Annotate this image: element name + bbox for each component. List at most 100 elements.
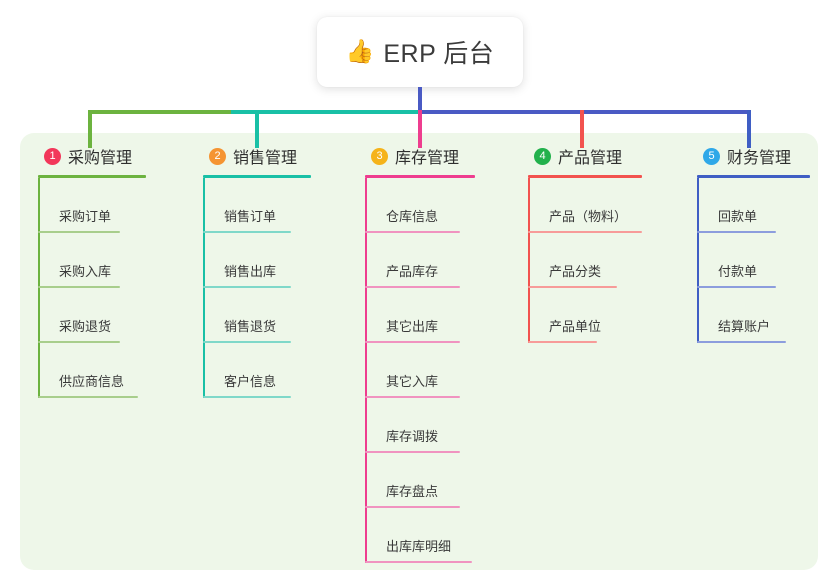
leaf-node-rule — [203, 341, 291, 343]
leaf-node-rule — [365, 396, 460, 398]
root-node-label: ERP 后台 — [383, 40, 495, 68]
leaf-node[interactable]: 客户信息 — [203, 343, 311, 398]
branch-header-1[interactable]: 1 采购管理 — [38, 144, 146, 168]
leaf-node[interactable]: 产品分类 — [528, 233, 642, 288]
branch-title-label: 产品管理 — [558, 150, 623, 167]
leaf-node[interactable]: 销售退货 — [203, 288, 311, 343]
root-node-card[interactable]: 👍 ERP 后台 — [317, 17, 523, 87]
leaf-node-label: 产品库存 — [386, 264, 439, 279]
leaf-node-label: 其它出库 — [386, 319, 439, 334]
leaf-node-rule — [365, 561, 472, 563]
branch-number-badge: 4 — [534, 147, 551, 165]
leaf-node[interactable]: 库存盘点 — [365, 453, 475, 508]
drop-connector-col-2 — [255, 110, 259, 148]
leaf-node-label: 其它入库 — [386, 374, 439, 389]
branch-title-label: 库存管理 — [395, 150, 460, 167]
leaf-node-label: 仓库信息 — [386, 209, 439, 224]
leaf-node-label: 客户信息 — [224, 374, 277, 389]
leaf-node-rule — [38, 286, 120, 288]
leaf-node-rule — [365, 506, 460, 508]
leaf-node[interactable]: 库存调拨 — [365, 398, 475, 453]
bus-segment-blue — [418, 110, 751, 114]
bus-segment-green — [88, 110, 233, 114]
leaf-node[interactable]: 采购订单 — [38, 178, 146, 233]
branch-title-label: 财务管理 — [727, 150, 792, 167]
branch-number-badge: 3 — [371, 147, 388, 165]
leaf-node-label: 出库库明细 — [386, 539, 452, 554]
branch-number-badge: 1 — [44, 147, 61, 165]
leaf-node-label: 库存盘点 — [386, 484, 439, 499]
branch-spine — [365, 178, 367, 563]
branch-header-rule — [203, 175, 311, 178]
branch-leaf-list: 仓库信息产品库存其它出库其它入库库存调拨库存盘点出库库明细 — [365, 178, 475, 563]
branch-leaf-list: 产品（物料） 产品分类产品单位 — [528, 178, 642, 343]
leaf-node-label: 采购入库 — [59, 264, 112, 279]
leaf-node-rule — [365, 341, 460, 343]
leaf-node[interactable]: 其它出库 — [365, 288, 475, 343]
leaf-node[interactable]: 销售出库 — [203, 233, 311, 288]
leaf-node[interactable]: 其它入库 — [365, 343, 475, 398]
leaf-node-label: 付款单 — [718, 264, 758, 279]
leaf-node[interactable]: 销售订单 — [203, 178, 311, 233]
branch-header-rule — [697, 175, 810, 178]
leaf-node-rule — [203, 286, 291, 288]
drop-connector-col-1 — [88, 110, 92, 148]
leaf-node-rule — [365, 231, 460, 233]
leaf-node[interactable]: 产品库存 — [365, 233, 475, 288]
branch-column-5: 5 财务管理回款单付款单结算账户 — [697, 144, 810, 343]
diagram-background-panel — [20, 133, 818, 570]
leaf-node[interactable]: 产品（物料） — [528, 178, 642, 233]
leaf-node[interactable]: 付款单 — [697, 233, 810, 288]
branch-header-3[interactable]: 3 库存管理 — [365, 144, 475, 168]
leaf-node-label: 采购订单 — [59, 209, 112, 224]
leaf-node[interactable]: 出库库明细 — [365, 508, 475, 563]
leaf-node[interactable]: 仓库信息 — [365, 178, 475, 233]
leaf-node-label: 销售订单 — [224, 209, 277, 224]
branch-leaf-list: 采购订单采购入库采购退货供应商信息 — [38, 178, 146, 398]
leaf-node[interactable]: 采购入库 — [38, 233, 146, 288]
leaf-node-rule — [528, 286, 617, 288]
drop-connector-col-5 — [747, 110, 751, 148]
leaf-node-label: 销售退货 — [224, 319, 277, 334]
branch-header-rule — [38, 175, 146, 178]
leaf-node-rule — [365, 286, 460, 288]
leaf-node-label: 产品（物料） — [549, 209, 628, 224]
branch-title-label: 采购管理 — [68, 150, 133, 167]
leaf-node[interactable]: 供应商信息 — [38, 343, 146, 398]
leaf-node-label: 供应商信息 — [59, 374, 125, 389]
branch-header-5[interactable]: 5 财务管理 — [697, 144, 810, 168]
drop-connector-col-3 — [418, 110, 422, 148]
leaf-node-label: 产品单位 — [549, 319, 602, 334]
branch-title-label: 销售管理 — [233, 150, 298, 167]
bus-segment-teal — [231, 110, 420, 114]
leaf-node-rule — [38, 396, 138, 398]
leaf-node-rule — [697, 286, 776, 288]
leaf-node-label: 库存调拨 — [386, 429, 439, 444]
leaf-node[interactable]: 结算账户 — [697, 288, 810, 343]
branch-number-badge: 5 — [703, 147, 720, 165]
branch-leaf-list: 回款单付款单结算账户 — [697, 178, 810, 343]
leaf-node-label: 采购退货 — [59, 319, 112, 334]
leaf-node-label: 销售出库 — [224, 264, 277, 279]
root-trunk-connector — [418, 87, 422, 113]
leaf-node[interactable]: 产品单位 — [528, 288, 642, 343]
drop-connector-col-4 — [580, 110, 584, 148]
leaf-node[interactable]: 采购退货 — [38, 288, 146, 343]
leaf-node-rule — [528, 231, 642, 233]
leaf-node[interactable]: 回款单 — [697, 178, 810, 233]
leaf-node-rule — [38, 341, 120, 343]
branch-column-3: 3 库存管理仓库信息产品库存其它出库其它入库库存调拨库存盘点出库库明细 — [365, 144, 475, 563]
leaf-node-label: 回款单 — [718, 209, 758, 224]
branch-spine — [38, 178, 40, 398]
leaf-node-rule — [203, 231, 291, 233]
leaf-node-rule — [203, 396, 291, 398]
leaf-node-label: 结算账户 — [718, 319, 771, 334]
branch-spine — [203, 178, 205, 398]
leaf-node-rule — [697, 341, 786, 343]
leaf-node-rule — [697, 231, 776, 233]
branch-header-4[interactable]: 4 产品管理 — [528, 144, 642, 168]
leaf-node-rule — [38, 231, 120, 233]
